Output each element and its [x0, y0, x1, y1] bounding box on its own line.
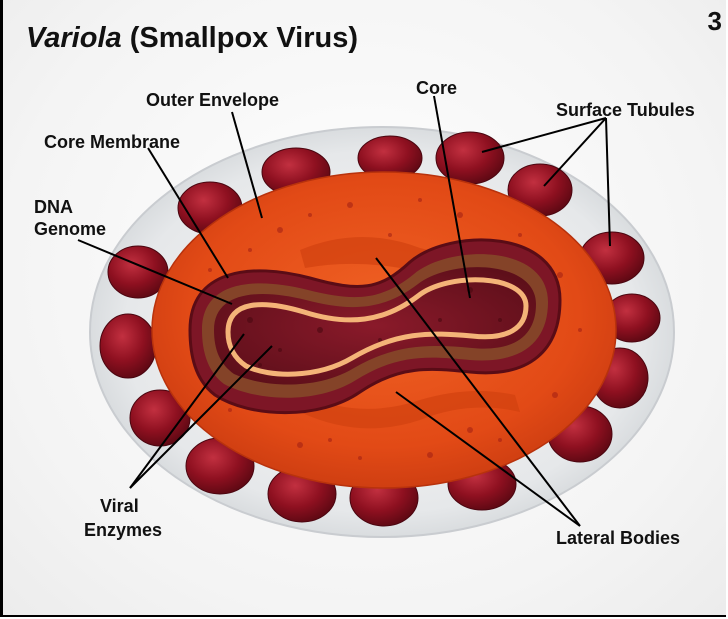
label-dna: DNA — [34, 197, 73, 218]
label-outer-envelope: Outer Envelope — [146, 90, 279, 111]
label-surface-tubules: Surface Tubules — [556, 100, 695, 121]
label-enzymes: Enzymes — [84, 520, 162, 541]
label-lateral-bodies: Lateral Bodies — [556, 528, 680, 549]
leader-tubule-2 — [544, 118, 606, 186]
tubule — [100, 314, 156, 378]
label-core: Core — [416, 78, 457, 99]
label-viral: Viral — [100, 496, 139, 517]
label-genome: Genome — [34, 219, 106, 240]
label-core-membrane: Core Membrane — [44, 132, 180, 153]
leader-tubule-1 — [482, 118, 606, 152]
tubule — [436, 132, 504, 184]
